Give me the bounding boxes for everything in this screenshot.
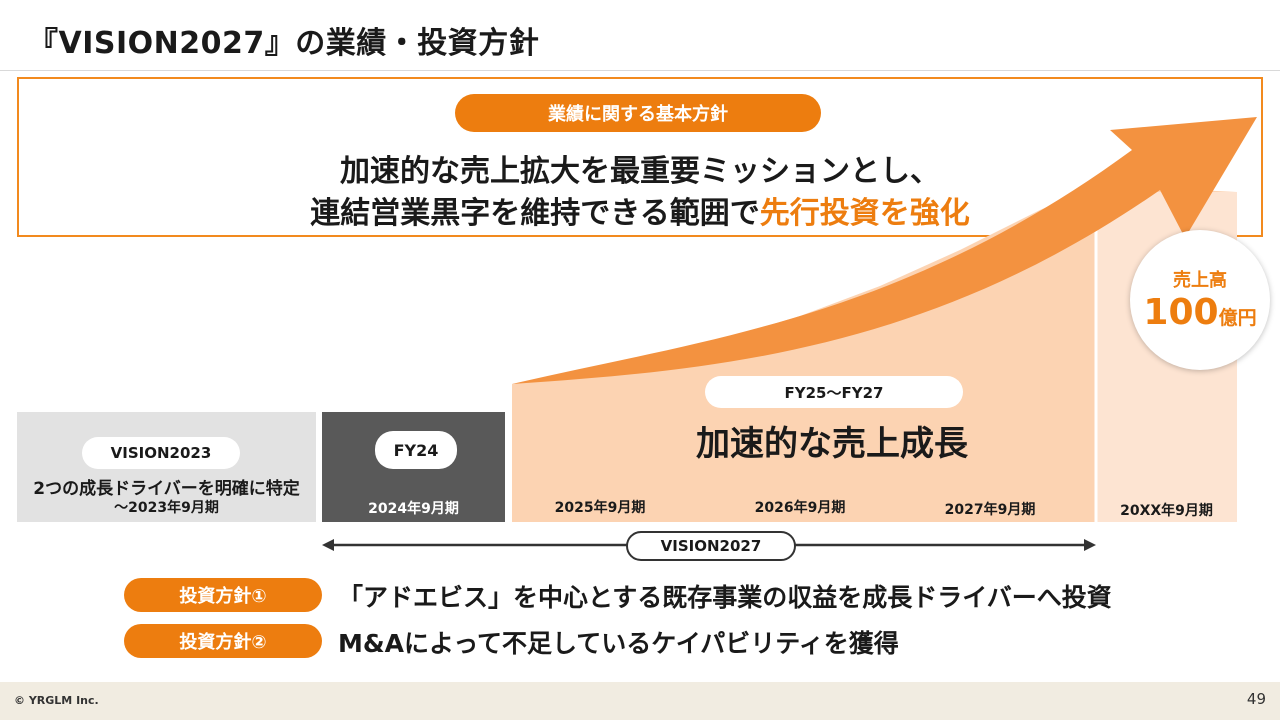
period-2027: 2027年9月期 bbox=[944, 502, 1036, 518]
revenue-target-circle bbox=[1130, 230, 1270, 370]
revenue-target-number: 100 bbox=[1143, 292, 1219, 333]
growth-area bbox=[512, 185, 1237, 522]
page-number: 49 bbox=[1246, 690, 1266, 708]
page-title: 『VISION2027』の業績・投資方針 bbox=[28, 26, 540, 61]
revenue-target-value: 100億円 bbox=[1130, 292, 1270, 333]
growth-arrow bbox=[512, 117, 1257, 384]
investment-badge-2: 投資方針② bbox=[124, 624, 322, 658]
fy24-period: 2024年9月期 bbox=[368, 501, 459, 517]
policy-line-2-text: 連結営業黒字を維持できる範囲で bbox=[310, 196, 760, 231]
vision2027-span-label: VISION2027 bbox=[626, 531, 796, 561]
vision2023-label: VISION2023 bbox=[82, 437, 240, 469]
vision2023-period: 〜2023年9月期 bbox=[114, 500, 219, 516]
policy-line-1: 加速的な売上拡大を最重要ミッションとし、 bbox=[340, 154, 940, 189]
policy-badge: 業績に関する基本方針 bbox=[455, 94, 821, 132]
revenue-target-label: 売上高 bbox=[1173, 270, 1227, 291]
vision2023-desc: 2つの成長ドライバーを明確に特定 bbox=[33, 479, 300, 499]
period-2026: 2026年9月期 bbox=[754, 500, 846, 516]
policy-line-2: 連結営業黒字を維持できる範囲で先行投資を強化 bbox=[0, 188, 1280, 232]
investment-text-2: M&Aによって不足しているケイパビリティを獲得 bbox=[338, 629, 899, 658]
fy25-fy27-label: FY25〜FY27 bbox=[705, 376, 963, 408]
investment-badge-1: 投資方針① bbox=[124, 578, 322, 612]
timeline-arrow-left bbox=[322, 539, 334, 551]
investment-text-1: 「アドエビス」を中心とする既存事業の収益を成長ドライバーへ投資 bbox=[338, 583, 1112, 612]
policy-line-2-accent: 先行投資を強化 bbox=[759, 196, 970, 231]
footer-bar bbox=[0, 682, 1280, 720]
period-2025: 2025年9月期 bbox=[554, 500, 646, 516]
timeline-arrow-right bbox=[1084, 539, 1096, 551]
fy24-label: FY24 bbox=[375, 431, 457, 469]
revenue-target-unit: 億円 bbox=[1218, 307, 1257, 329]
period-20xx: 20XX年9月期 bbox=[1120, 503, 1213, 519]
growth-headline: 加速的な売上成長 bbox=[696, 424, 968, 464]
copyright: © YRGLM Inc. bbox=[14, 694, 99, 707]
title-divider bbox=[0, 70, 1280, 71]
